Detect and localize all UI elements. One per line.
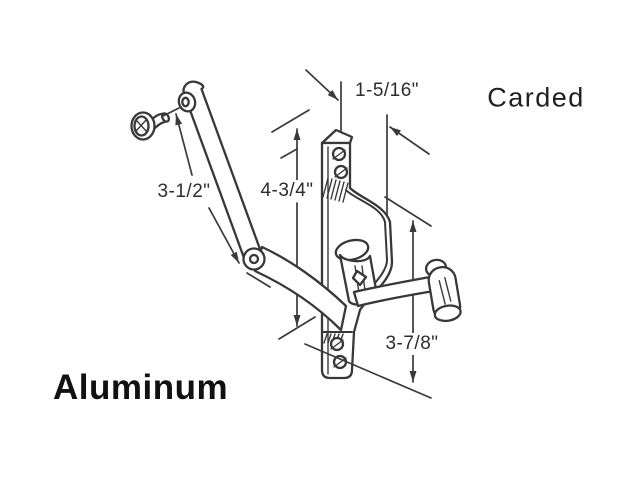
caption-carded: Carded: [487, 82, 585, 113]
phillips-cross-icon: [136, 119, 147, 132]
crank-handle-grip: [427, 265, 463, 323]
housing-latch: [353, 271, 366, 285]
operator-arm: [176, 82, 263, 266]
bend-hatch: [323, 178, 348, 202]
dim-label-upper-height: 4-3/4": [258, 180, 316, 202]
dim-label-lower-height: 3-7/8": [383, 333, 441, 355]
mounting-screw: [132, 112, 171, 139]
arm-support-link: [255, 247, 346, 330]
dim-label-top-width: 1-5/16": [352, 80, 422, 102]
operator-parts: [132, 82, 463, 378]
screw-holes: [331, 148, 347, 368]
dimension-lines-top: [163, 70, 431, 398]
arm-pivot-rivet: [244, 249, 265, 270]
dimension-lines-under: [272, 82, 417, 382]
caption-material: Aluminum: [53, 368, 229, 407]
dim-label-arm-length: 3-1/2": [155, 181, 213, 203]
